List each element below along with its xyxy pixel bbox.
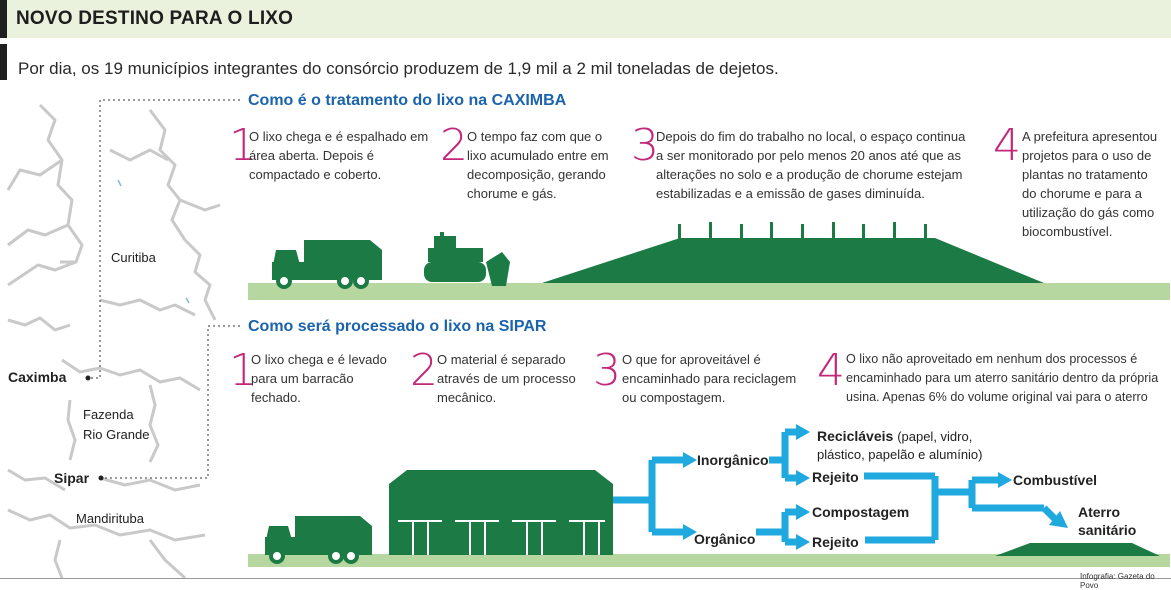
caximba-marker bbox=[85, 375, 91, 381]
sipar-step-3-text: O que for aproveitável é encaminhado par… bbox=[622, 352, 797, 405]
sipar-step-4-text: O lixo não aproveitado em nenhum dos pro… bbox=[846, 352, 1159, 404]
sipar-section-title: Como será processado o lixo na SIPAR bbox=[248, 318, 547, 335]
page-subtitle: Por dia, os 19 municípios integrantes do… bbox=[18, 59, 779, 78]
garbage-truck-icon-2 bbox=[265, 516, 372, 564]
flow-label-reciclaveis-line: Recicláveis (papel, vidro, bbox=[817, 428, 972, 444]
landfill-mound bbox=[542, 222, 1044, 283]
sipar-ground bbox=[248, 554, 1170, 567]
caximba-step-4-number: 4 bbox=[993, 120, 1021, 171]
caximba-step-1-number: 1 bbox=[229, 120, 257, 171]
warehouse-icon bbox=[389, 470, 613, 555]
map-label-rio-grande: Rio Grande bbox=[83, 427, 150, 442]
sipar-step-2-text: O material é separado através de um proc… bbox=[437, 352, 576, 405]
header-accent-bar bbox=[0, 0, 7, 38]
flow-label-inorganico: Inorgânico bbox=[697, 452, 769, 468]
caximba-step-3-text: Depois do fim do trabalho no local, o es… bbox=[656, 129, 966, 201]
flow-label-compostagem: Compostagem bbox=[812, 504, 910, 520]
caximba-ground bbox=[248, 283, 1170, 300]
flow-label-aterro: Aterro bbox=[1078, 504, 1121, 520]
flow-label-rejeito-1: Rejeito bbox=[812, 469, 859, 485]
caximba-step-3-number: 3 bbox=[631, 120, 659, 171]
flow-label-sanitario: sanitário bbox=[1078, 522, 1137, 538]
sipar-marker bbox=[98, 475, 104, 481]
header-bar bbox=[0, 0, 1171, 38]
sipar-step-3-number: 3 bbox=[593, 345, 621, 396]
map-label-mandirituba: Mandirituba bbox=[76, 511, 144, 526]
flow-arrows bbox=[613, 428, 1059, 546]
flow-label-reciclaveis: Recicláveis bbox=[817, 428, 894, 444]
river-marks bbox=[117, 179, 190, 304]
sipar-step-1-number: 1 bbox=[229, 345, 257, 396]
bottom-rule bbox=[0, 578, 1171, 579]
dotted-connectors bbox=[88, 99, 240, 479]
aterro-mound bbox=[995, 543, 1160, 556]
map-label-sipar: Sipar bbox=[54, 470, 90, 486]
caximba-step-2-text: O tempo faz com que o lixo acumulado ent… bbox=[467, 129, 609, 201]
garbage-truck-icon bbox=[272, 240, 382, 289]
sipar-step-4-number: 4 bbox=[817, 345, 845, 396]
flow-note-reciclaveis-1: (papel, vidro, bbox=[897, 429, 973, 444]
flow-label-organico: Orgânico bbox=[694, 531, 756, 547]
flow-label-combustivel: Combustível bbox=[1013, 472, 1098, 488]
sipar-step-2-number: 2 bbox=[410, 345, 438, 396]
caximba-step-2-number: 2 bbox=[440, 120, 468, 171]
flow-arrowheads bbox=[683, 424, 1068, 550]
map-label-fazenda: Fazenda bbox=[83, 407, 134, 422]
caximba-step-1-text: O lixo chega e é espalhado em área abert… bbox=[249, 129, 429, 182]
municipal-borders-map bbox=[6, 103, 221, 580]
caximba-section-title: Como é o tratamento do lixo na CAXIMBA bbox=[248, 92, 567, 109]
sipar-step-1-text: O lixo chega e é levado para um barracão… bbox=[251, 352, 387, 405]
map-label-curitiba: Curitiba bbox=[111, 250, 156, 265]
flow-note-reciclaveis-2: plástico, papelão e alumínio) bbox=[817, 447, 983, 462]
bulldozer-icon bbox=[424, 232, 510, 286]
subtitle-accent-bar bbox=[0, 44, 7, 80]
map-label-caximba: Caximba bbox=[8, 369, 67, 385]
flow-label-rejeito-2: Rejeito bbox=[812, 534, 859, 550]
page-title: NOVO DESTINO PARA O LIXO bbox=[16, 8, 294, 29]
credit-text: Infografia: Gazeta do Povo bbox=[1080, 572, 1155, 590]
caximba-step-4-text: A prefeitura apresentou projetos para o … bbox=[1022, 129, 1158, 239]
